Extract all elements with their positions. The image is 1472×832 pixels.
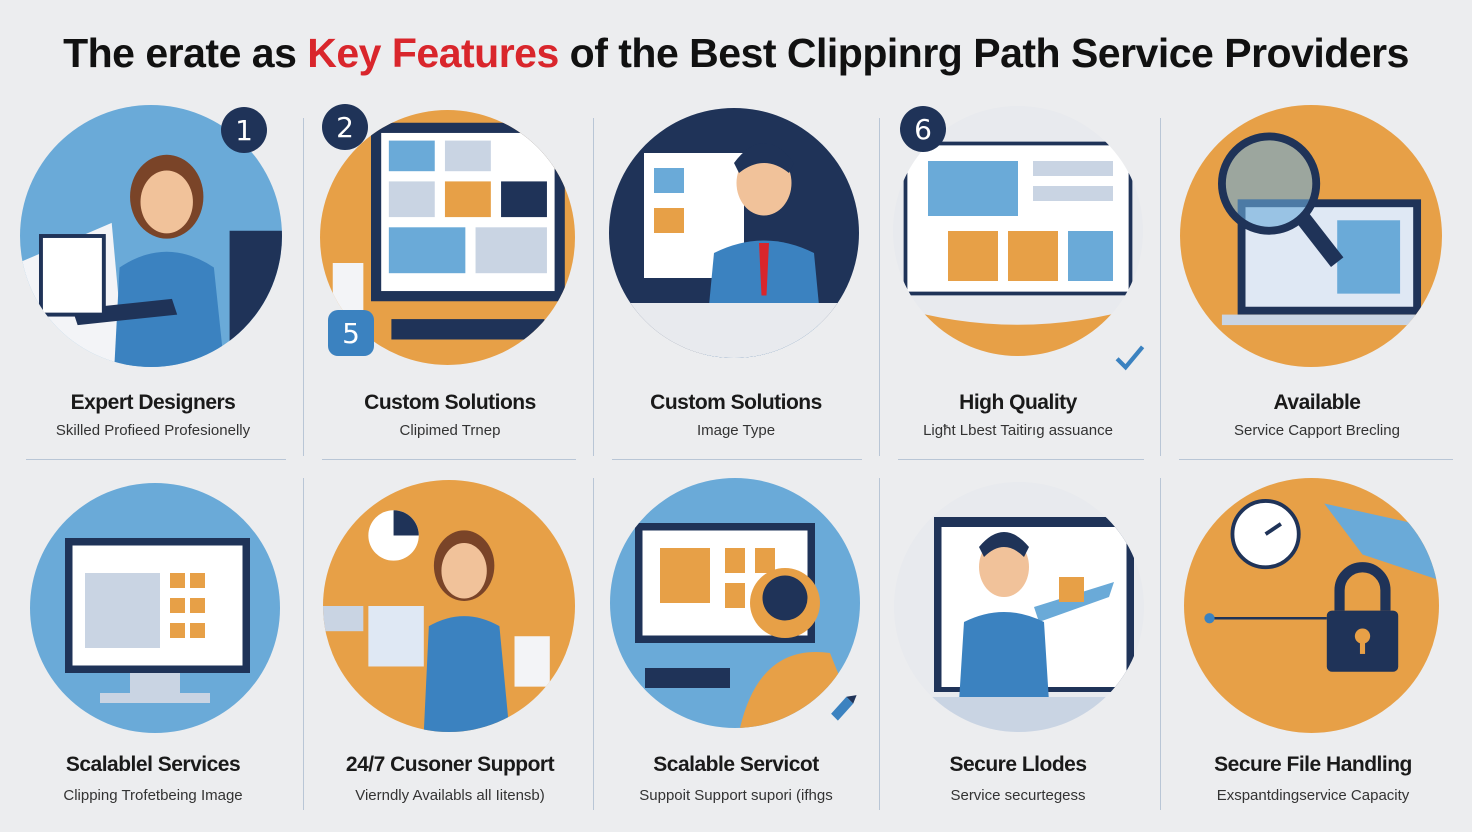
scalable-service-illustration [610, 478, 860, 728]
page-title: The erate as Key Features of the Best Cl… [0, 30, 1472, 77]
column-divider [1160, 118, 1161, 456]
column-divider [879, 118, 880, 456]
number-badge: 6 [900, 106, 946, 152]
feature-heading: 24/7 Cusoner Support [345, 753, 555, 776]
feature-heading: Scalable Servicot [653, 753, 819, 776]
feature-subtext: Skilled Profieed Profesionelly [55, 422, 251, 439]
customer-support-illustration [323, 480, 575, 732]
feature-heading: High Quality [959, 391, 1077, 414]
row-divider [26, 459, 286, 460]
pencil-icon [826, 690, 860, 724]
feature-subtext: Suppoit Support supori (ifhgs [639, 787, 833, 804]
title-accent: Key Features [307, 30, 559, 76]
column-divider [593, 478, 594, 810]
number-badge: 5 [328, 310, 374, 356]
row-divider [322, 459, 576, 460]
feature-subtext: Clipimed Trnep [399, 422, 501, 439]
column-divider [593, 118, 594, 456]
custom-solutions-illustration [320, 110, 575, 365]
title-part: of the Best Clippinrg Path Service Provi… [558, 30, 1410, 76]
feature-subtext: Vierndly Availabls all Iitensb) [355, 787, 545, 804]
feature-subtext: Clipping Trofetbeing Image [63, 787, 243, 804]
feature-heading: Available [1273, 391, 1361, 414]
row-divider [1179, 459, 1453, 460]
row-divider [612, 459, 862, 460]
column-divider [879, 478, 880, 810]
checkmark-icon [1112, 340, 1146, 374]
feature-heading: Custom Solutions [650, 391, 822, 414]
title-part: The erate as [63, 30, 308, 76]
scalable-services-illustration [30, 483, 280, 733]
column-divider [303, 118, 304, 456]
feature-subtext: Image Type [696, 422, 776, 439]
feature-subtext: Exspantdingservice Capacity [1216, 787, 1410, 804]
feature-heading: Secure File Handling [1214, 753, 1412, 776]
feature-subtext: Ligħt Lbest Taitirıg assuance [923, 422, 1113, 439]
feature-subtext: Service securtegess [950, 787, 1086, 804]
available-illustration [1180, 105, 1442, 367]
secure-file-handling-illustration [1184, 478, 1439, 733]
secure-modes-illustration [894, 482, 1144, 732]
column-divider [1160, 478, 1161, 810]
number-badge: 2 [322, 104, 368, 150]
feature-heading: Expert Designers [70, 391, 236, 414]
feature-heading: Secure Llodes [949, 753, 1087, 776]
feature-heading: Custom Solutions [364, 391, 536, 414]
feature-subtext: Service Capport Brecling [1234, 422, 1400, 439]
feature-heading: Scalablel Services [65, 753, 241, 776]
column-divider [303, 478, 304, 810]
row-divider [898, 459, 1144, 460]
custom-solutions-presenter-illustration [609, 108, 859, 358]
number-badge: 1 [221, 107, 267, 153]
